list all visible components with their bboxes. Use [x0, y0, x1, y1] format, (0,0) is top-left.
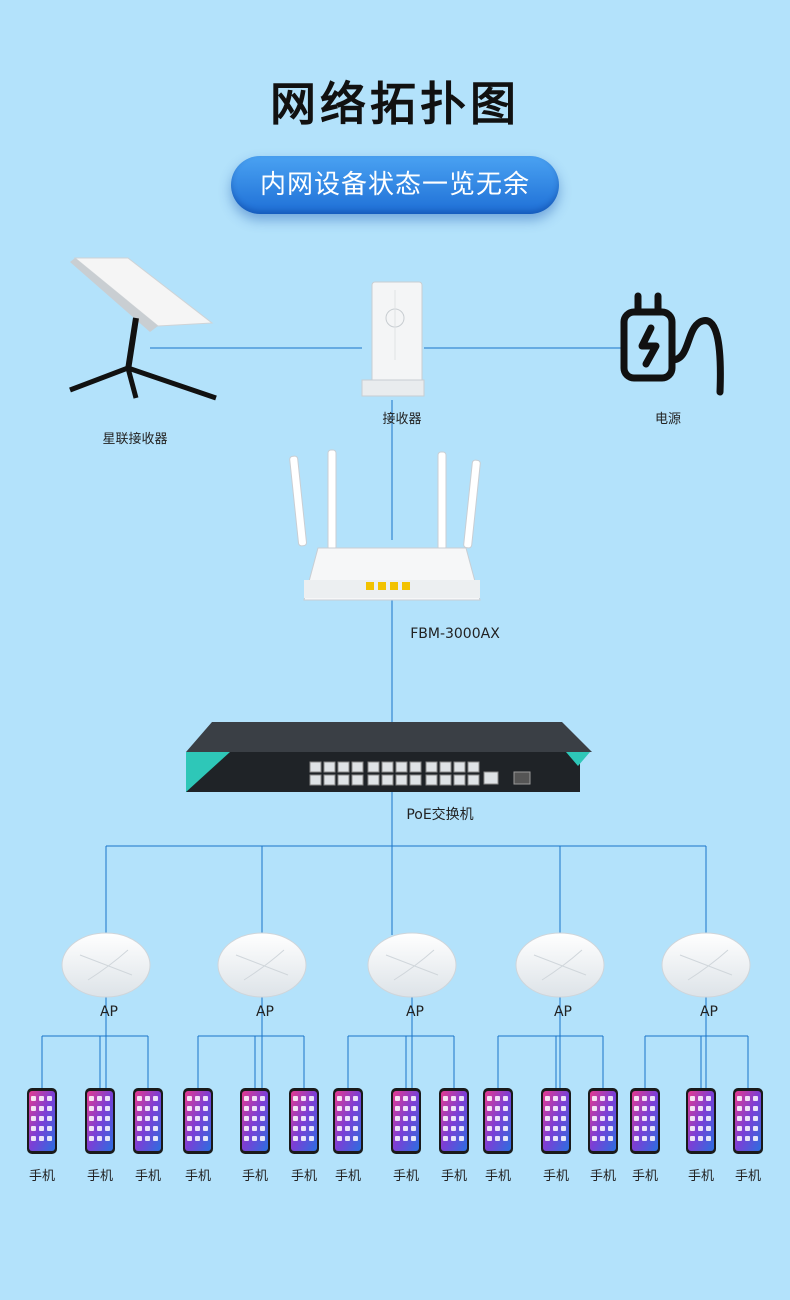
ap-label: AP [405, 1004, 425, 1020]
phone-label: 手机 [589, 1169, 616, 1184]
receiver-label: 接收器 [382, 412, 422, 427]
smartphone-icon [183, 1088, 213, 1154]
phone-label: 手机 [134, 1169, 161, 1184]
phone-label: 手机 [392, 1169, 419, 1184]
smartphone-icon [541, 1088, 571, 1154]
subtitle-badge: 内网设备状态一览无余 [231, 156, 559, 214]
phone-label: 手机 [440, 1169, 467, 1184]
smartphone-icon [289, 1088, 319, 1154]
smartphone-icon [483, 1088, 513, 1154]
phone-label: 手机 [687, 1169, 714, 1184]
ap-label: AP [699, 1004, 719, 1020]
ap-label: AP [99, 1004, 119, 1020]
phone-label: 手机 [290, 1169, 317, 1184]
router-label: FBM-3000AX [410, 626, 500, 642]
switch-label: PoE交换机 [406, 807, 474, 823]
access-point-icon [367, 932, 457, 998]
phone-label: 手机 [542, 1169, 569, 1184]
connection-lines [41, 347, 749, 1090]
smartphone-icon [333, 1088, 363, 1154]
smartphone-icon [240, 1088, 270, 1154]
smartphone-icon [630, 1088, 660, 1154]
access-point-icon [661, 932, 751, 998]
phone-label: 手机 [86, 1169, 113, 1184]
phone-label: 手机 [28, 1169, 55, 1184]
smartphone-icon [439, 1088, 469, 1154]
ap-label: AP [255, 1004, 275, 1020]
power-plug-icon [620, 292, 724, 396]
phone-label: 手机 [334, 1169, 361, 1184]
receiver-icon [361, 281, 425, 397]
access-point-icon [61, 932, 151, 998]
smartphone-icon [85, 1088, 115, 1154]
smartphone-icon [588, 1088, 618, 1154]
access-point-icon [217, 932, 307, 998]
page-title: 网络拓扑图 [270, 77, 520, 131]
power-label: 电源 [654, 412, 681, 427]
access-point-icon [515, 932, 605, 998]
router-icon [289, 449, 481, 601]
smartphone-icon [686, 1088, 716, 1154]
phone-label: 手机 [484, 1169, 511, 1184]
smartphone-icon [733, 1088, 763, 1154]
phone-label: 手机 [241, 1169, 268, 1184]
smartphone-icon [133, 1088, 163, 1154]
smartphone-icon [391, 1088, 421, 1154]
phone-label: 手机 [184, 1169, 211, 1184]
satellite-label: 星联接收器 [102, 432, 168, 447]
poe-switch-icon [186, 722, 592, 792]
smartphone-icon [27, 1088, 57, 1154]
ap-label: AP [553, 1004, 573, 1020]
satellite-dish-icon [69, 257, 217, 401]
phone-label: 手机 [631, 1169, 658, 1184]
phone-label: 手机 [734, 1169, 761, 1184]
